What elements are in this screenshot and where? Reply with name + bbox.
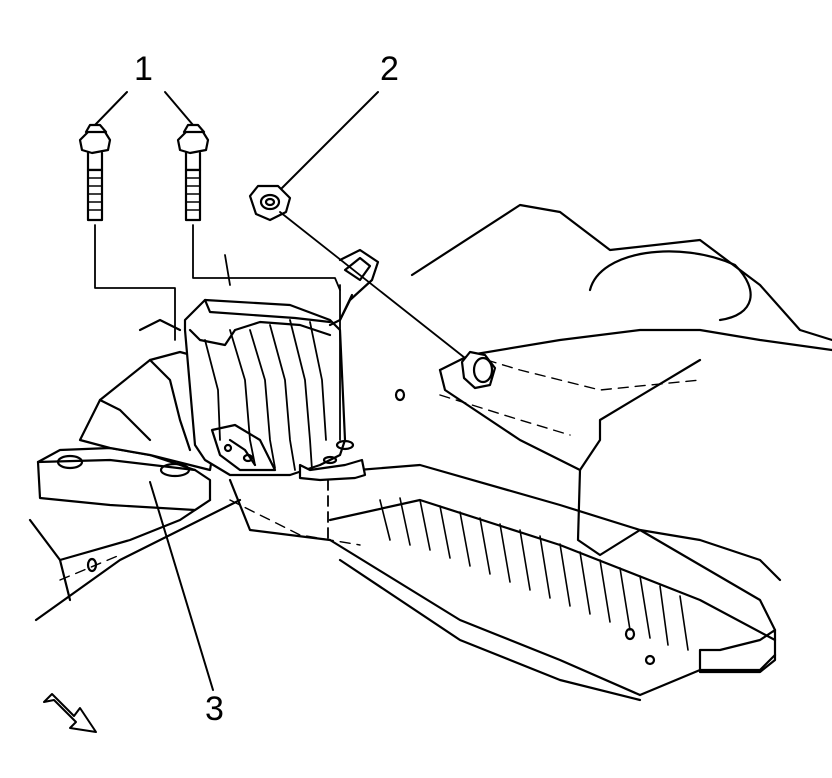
callout-bolt: 1: [134, 50, 153, 88]
bolt-right: [178, 125, 208, 220]
view-direction-arrow-icon: [44, 694, 96, 732]
mount-stud: [462, 352, 495, 388]
bolt-left: [80, 125, 110, 220]
install-guide-lines: [95, 212, 465, 540]
engine-mount: [38, 250, 378, 510]
leader-lines: [95, 92, 378, 690]
callout-mount: 3: [205, 690, 224, 728]
frame-rail: [30, 205, 832, 700]
callout-nut: 2: [380, 50, 399, 88]
